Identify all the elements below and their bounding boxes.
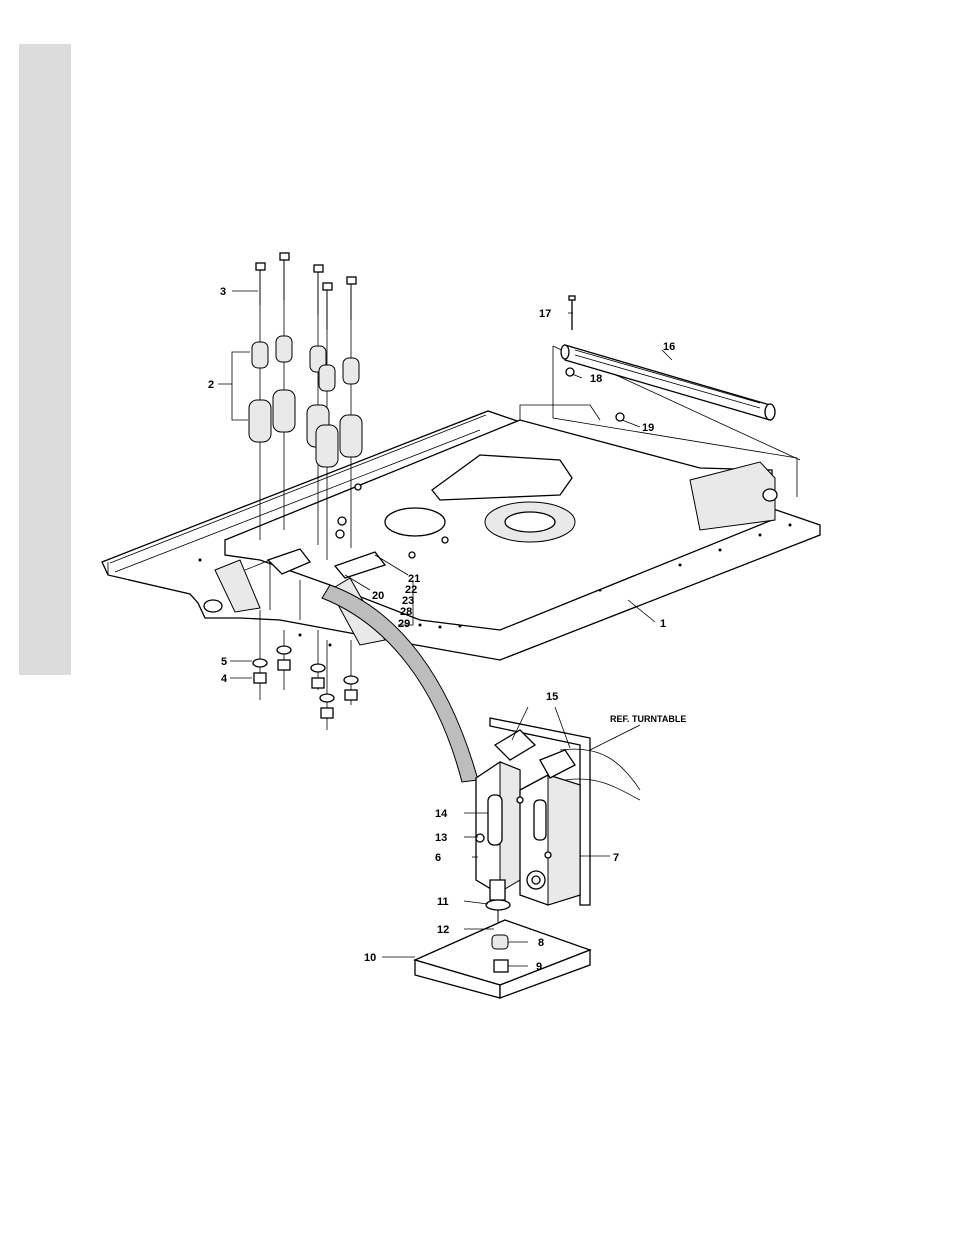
- label-6: 6: [435, 852, 441, 864]
- label-12: 12: [437, 924, 449, 936]
- label-7: 7: [613, 852, 619, 864]
- label-19: 19: [642, 422, 654, 434]
- label-3: 3: [220, 286, 226, 298]
- label-1: 1: [660, 618, 666, 630]
- label-17: 17: [539, 308, 551, 320]
- label-18: 18: [590, 373, 602, 385]
- label-2: 2: [208, 379, 214, 391]
- label-10: 10: [364, 952, 376, 964]
- label-28: 28: [400, 606, 412, 618]
- label-20: 20: [372, 590, 384, 602]
- label-14: 14: [435, 808, 448, 820]
- label-9: 9: [536, 961, 542, 973]
- label-15: 15: [546, 691, 558, 703]
- label-4: 4: [221, 673, 228, 685]
- label-8: 8: [538, 937, 544, 949]
- nuts-washers: [253, 646, 358, 718]
- ref-turntable-label: REF. TURNTABLE: [610, 714, 686, 724]
- label-29: 29: [398, 618, 410, 630]
- label-5: 5: [221, 656, 227, 668]
- springs: [249, 336, 362, 467]
- label-16: 16: [663, 341, 675, 353]
- label-11: 11: [437, 896, 449, 908]
- limit-switch-assembly: [476, 718, 640, 930]
- label-13: 13: [435, 832, 447, 844]
